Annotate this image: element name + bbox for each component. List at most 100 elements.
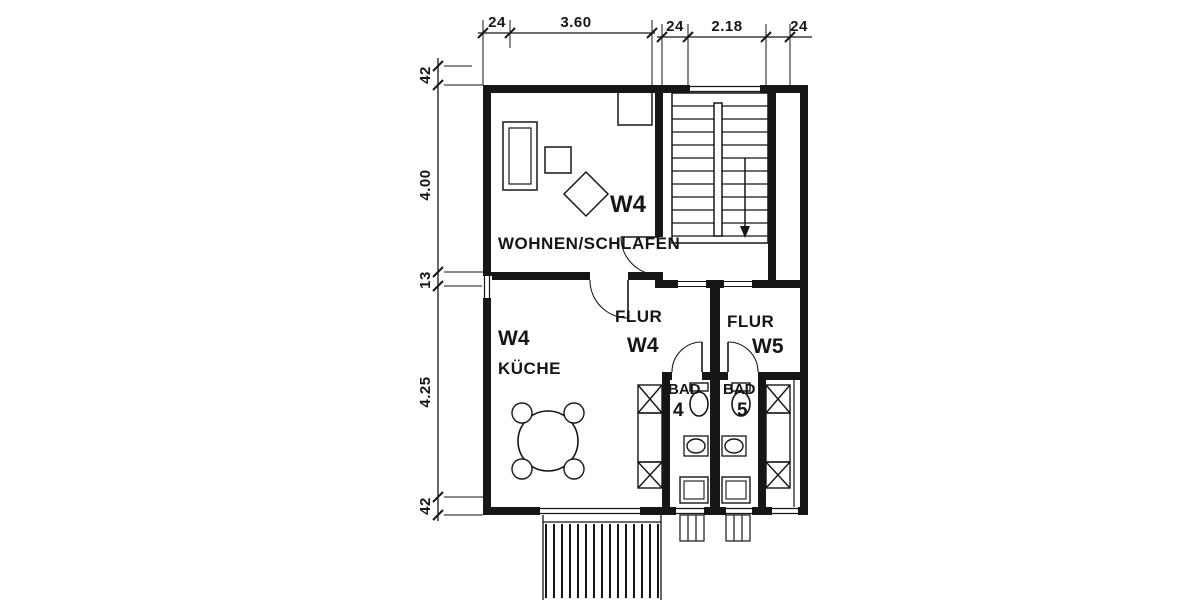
shaft-cross	[637, 461, 663, 489]
living-room-door	[620, 236, 660, 276]
balcony	[542, 514, 751, 600]
wall-pillar	[617, 93, 653, 126]
interior-wall-13-right	[628, 272, 663, 280]
sofa-seat	[508, 127, 532, 185]
counter-box	[765, 412, 791, 463]
balcony-railing	[545, 524, 659, 598]
living-room-furniture	[502, 93, 653, 218]
window-left-wall	[482, 276, 492, 298]
toilet-tank	[731, 382, 751, 392]
kitchen-unit-label: W4	[498, 327, 530, 350]
hall-w4-label: FLUR	[615, 307, 662, 326]
bath4-number: 4	[673, 400, 684, 421]
toilet-bowl	[689, 391, 709, 417]
stairwell-wall-bottom-c	[752, 280, 808, 288]
chair	[563, 402, 585, 424]
stair-direction-arrow	[740, 226, 750, 238]
window-bath5-bottom	[726, 506, 752, 516]
top-dimension-labels: 24 3.60 24 2.18 24	[488, 14, 808, 35]
diamond-table	[562, 170, 610, 218]
window-bath4-bottom	[676, 506, 704, 516]
interior-wall-13-left	[483, 272, 590, 280]
dim-top-5: 24	[790, 18, 808, 35]
bath4-fixtures	[679, 382, 709, 504]
kitchen-furniture	[511, 402, 585, 480]
toilet-tank	[689, 382, 709, 392]
chair	[563, 458, 585, 480]
dim-top-3: 24	[666, 18, 684, 35]
party-wall	[710, 288, 720, 515]
stair-outline	[671, 92, 769, 244]
toilet-bowl	[731, 391, 751, 417]
bath4-door	[671, 341, 703, 373]
bath4-wall-left	[662, 372, 670, 515]
bath4-label: BAD	[668, 381, 701, 398]
bath4-wall-top-a	[662, 372, 672, 380]
dimension-ticks	[477, 27, 796, 43]
exterior-wall-right-cut	[800, 85, 808, 515]
staircase	[671, 92, 769, 244]
bath4-wall-top-b	[702, 372, 710, 380]
dim-top-1: 24	[488, 14, 506, 31]
dimension-line	[478, 32, 812, 38]
extension-lines	[444, 65, 483, 516]
exterior-wall-top-w4	[483, 85, 663, 93]
sink-basin	[686, 438, 706, 454]
dim-left-1: 42	[417, 66, 434, 84]
sink-basin	[724, 438, 744, 454]
bath5-wall-right	[758, 372, 766, 515]
window-kitchen-bottom	[540, 506, 640, 516]
exterior-wall-left	[483, 85, 491, 515]
hall-w5-unit-label: W5	[752, 335, 784, 358]
shower-inner	[683, 480, 705, 500]
dim-top-4: 2.18	[711, 18, 742, 35]
shaft-cross	[765, 384, 791, 414]
below-bath4-stub	[679, 514, 705, 542]
stairwell-wall-right	[768, 85, 776, 288]
hall-w5-label: FLUR	[727, 312, 774, 331]
bath5-number: 5	[737, 400, 748, 421]
dim-top-2: 3.60	[560, 14, 591, 31]
balcony-sides	[542, 515, 662, 600]
kitchen-door	[589, 279, 629, 319]
shaft-cross	[637, 384, 663, 414]
bath5-label: BAD	[723, 381, 756, 398]
bath5-wall-top-a	[720, 372, 728, 380]
bath5-wall-top-b	[758, 372, 808, 380]
side-table	[544, 146, 572, 174]
exterior-wall-bottom	[483, 507, 808, 515]
counter-box	[637, 412, 663, 463]
window-stairwell-top	[690, 84, 760, 94]
dim-left-3: 13	[417, 271, 434, 289]
left-dimension-labels: 42 4.00 13 4.25 42	[417, 66, 434, 515]
dim-left-5: 42	[417, 497, 434, 515]
doors	[589, 236, 759, 373]
shaft-symbols	[637, 380, 795, 507]
chair	[511, 402, 533, 424]
shower-inner	[725, 480, 747, 500]
dim-left-4: 4.25	[417, 376, 434, 407]
dimension-ticks	[432, 60, 444, 521]
shaft-box	[765, 461, 791, 489]
stairwell-wall-bottom-a	[655, 280, 678, 288]
top-dimension-chain	[477, 20, 812, 93]
entry-door-sills	[678, 280, 752, 288]
hall-w4-unit-label: W4	[627, 334, 659, 357]
windows	[482, 84, 798, 516]
living-room-label: WOHNEN/SCHLAFEN	[498, 234, 680, 253]
living-unit-label: W4	[610, 191, 647, 218]
window-w5-bottom	[772, 506, 798, 516]
bath5-door	[727, 341, 759, 373]
shaft-box	[637, 461, 663, 489]
kitchen-room-label: KÜCHE	[498, 359, 561, 378]
below-bath5-stub	[725, 514, 751, 542]
stairwell-wall-left	[655, 85, 663, 237]
left-dimension-chain	[432, 58, 483, 521]
stair-center-rail	[713, 102, 723, 237]
chair	[511, 458, 533, 480]
extension-lines	[482, 20, 791, 93]
stairwell-wall-bottom-b	[706, 280, 724, 288]
dim-left-2: 4.00	[417, 169, 434, 200]
